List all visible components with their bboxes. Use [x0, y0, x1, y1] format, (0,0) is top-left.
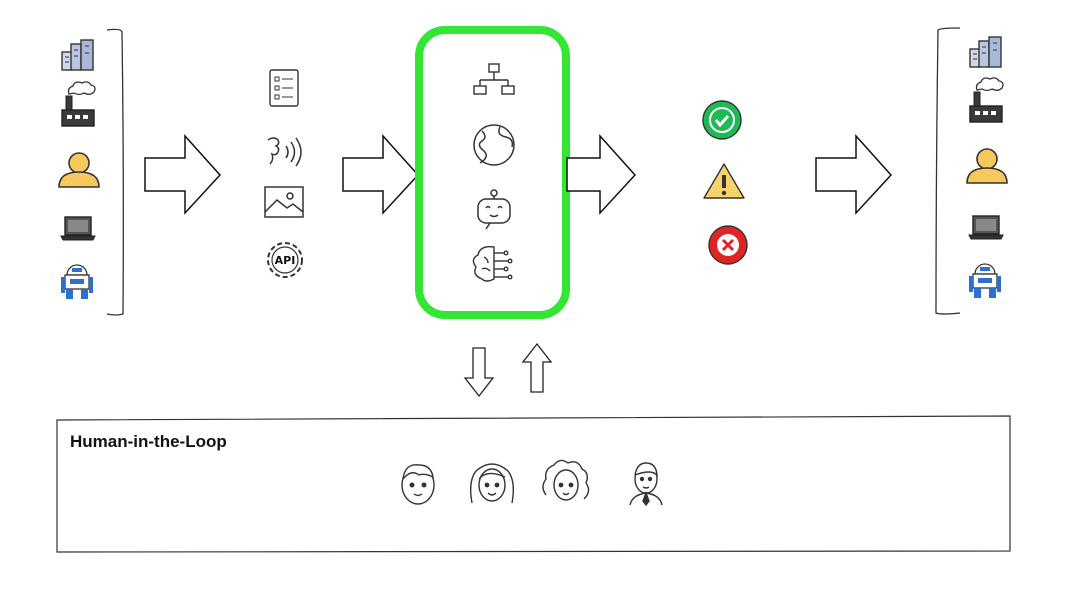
- inputs-column: API: [264, 69, 304, 278]
- flow-arrow-2: [342, 134, 420, 215]
- factory-icon: [969, 77, 1004, 123]
- warning-triangle-icon: [703, 163, 745, 199]
- processing-highlight-box: [415, 26, 570, 319]
- buildings-icon: [61, 39, 94, 71]
- network-icon: [473, 63, 515, 95]
- hitl-title: Human-in-the-Loop: [70, 432, 227, 451]
- hitl-people: [401, 459, 663, 507]
- flow-arrow-4: [815, 134, 893, 215]
- user-icon: [58, 152, 100, 188]
- feedback-up-arrow: [521, 342, 553, 393]
- sources-column: [58, 28, 124, 316]
- voice-icon: [267, 137, 302, 167]
- hitl-box: [56, 415, 1011, 553]
- feedback-down-arrow: [463, 347, 495, 398]
- processing-column: [472, 63, 515, 282]
- boy-face-icon: [401, 464, 435, 505]
- buildings-icon: [969, 36, 1002, 68]
- ai-brain-icon: [472, 245, 513, 282]
- sources-bracket: [106, 28, 124, 316]
- error-x-icon: [708, 225, 748, 265]
- laptop-icon: [968, 215, 1004, 240]
- laptop-icon: [60, 216, 96, 241]
- targets-bracket: [935, 27, 961, 315]
- check-circle-icon: [702, 100, 742, 140]
- businessman-icon: [629, 462, 663, 507]
- curly-hair-woman-face-icon: [542, 459, 590, 501]
- robot-icon: [60, 264, 94, 300]
- robot-icon: [968, 263, 1002, 299]
- document-list-icon: [269, 69, 299, 107]
- flow-arrow-3: [566, 134, 637, 215]
- svg-text:API: API: [275, 254, 296, 267]
- user-icon: [966, 148, 1008, 184]
- woman-face-icon: [469, 463, 515, 504]
- globe-icon: [473, 124, 515, 166]
- image-icon: [264, 186, 304, 218]
- outcomes-column: [702, 100, 748, 265]
- chatbot-icon: [477, 189, 511, 230]
- targets-column: [935, 27, 1008, 315]
- factory-icon: [61, 81, 96, 127]
- flow-arrow-1: [144, 134, 222, 215]
- api-gear-icon: API: [267, 242, 303, 278]
